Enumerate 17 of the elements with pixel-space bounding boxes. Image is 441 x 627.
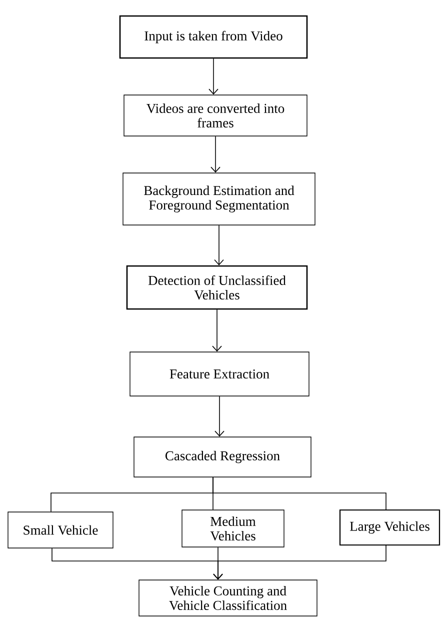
process-box: Vehicle Counting and Vehicle Classification: [138, 580, 318, 616]
arrow: [208, 58, 218, 95]
process-box: Input is taken from Video: [119, 15, 308, 59]
process-box: Videos are converted into frames: [124, 94, 308, 136]
connector-line: [212, 476, 386, 510]
process-box: Large Vehicles: [339, 509, 440, 546]
process-box: Detection of Unclassified Vehicles: [126, 265, 308, 310]
arrow: [210, 136, 220, 173]
arrow: [214, 396, 224, 437]
process-box: Background Estimation and Foreground Segmentation: [122, 172, 316, 226]
process-box: Medium Vehicles: [182, 510, 284, 548]
process-box: Feature Extraction: [130, 352, 310, 396]
process-box: Small Vehicle: [8, 512, 114, 548]
arrow: [213, 545, 386, 580]
process-box: Cascaded Regression: [134, 436, 312, 478]
arrow: [212, 309, 222, 352]
arrow: [214, 224, 224, 266]
